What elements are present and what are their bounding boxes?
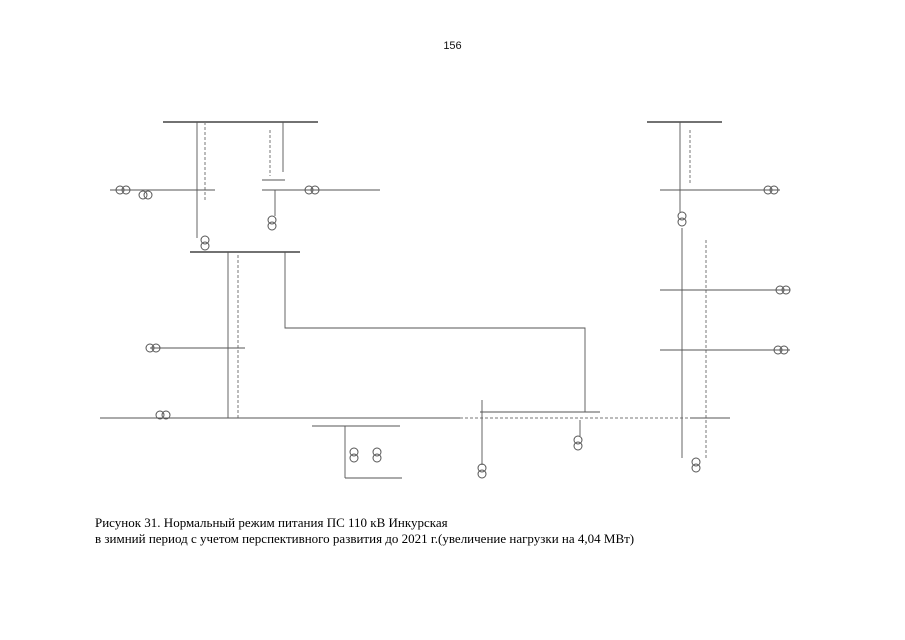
left-substation	[110, 121, 380, 253]
load-right-1-icon	[775, 285, 785, 295]
caption-line-1: Рисунок 31. Нормальный режим питания ПС …	[95, 515, 448, 530]
generator-left2-icon	[138, 190, 148, 200]
load-right-2-icon	[773, 345, 783, 355]
transformer-b3-icon	[477, 463, 487, 473]
transformer-vertical-icon	[267, 215, 277, 225]
right-substation	[647, 121, 791, 473]
transformer-b2-icon	[372, 447, 382, 457]
bottom-line	[100, 400, 690, 479]
transformer-right-main-icon	[677, 211, 687, 221]
page-number: 156	[443, 40, 462, 52]
transformer-right-bottom-icon	[691, 457, 701, 467]
transformer-right-icon	[304, 185, 314, 195]
main-transformer-icon	[200, 235, 210, 245]
transformer-b4-icon	[573, 435, 583, 445]
figure-caption: Рисунок 31. Нормальный режим питания ПС …	[95, 515, 875, 547]
left-vertical-line	[145, 252, 586, 418]
generator-mid-icon	[145, 343, 155, 353]
generator-left-icon	[115, 185, 125, 195]
generator-right-top-icon	[763, 185, 773, 195]
transformer-b1-icon	[349, 447, 359, 457]
caption-line-2: в зимний период с учетом перспективного …	[95, 531, 635, 546]
generator-bottom-left-icon	[155, 410, 165, 420]
